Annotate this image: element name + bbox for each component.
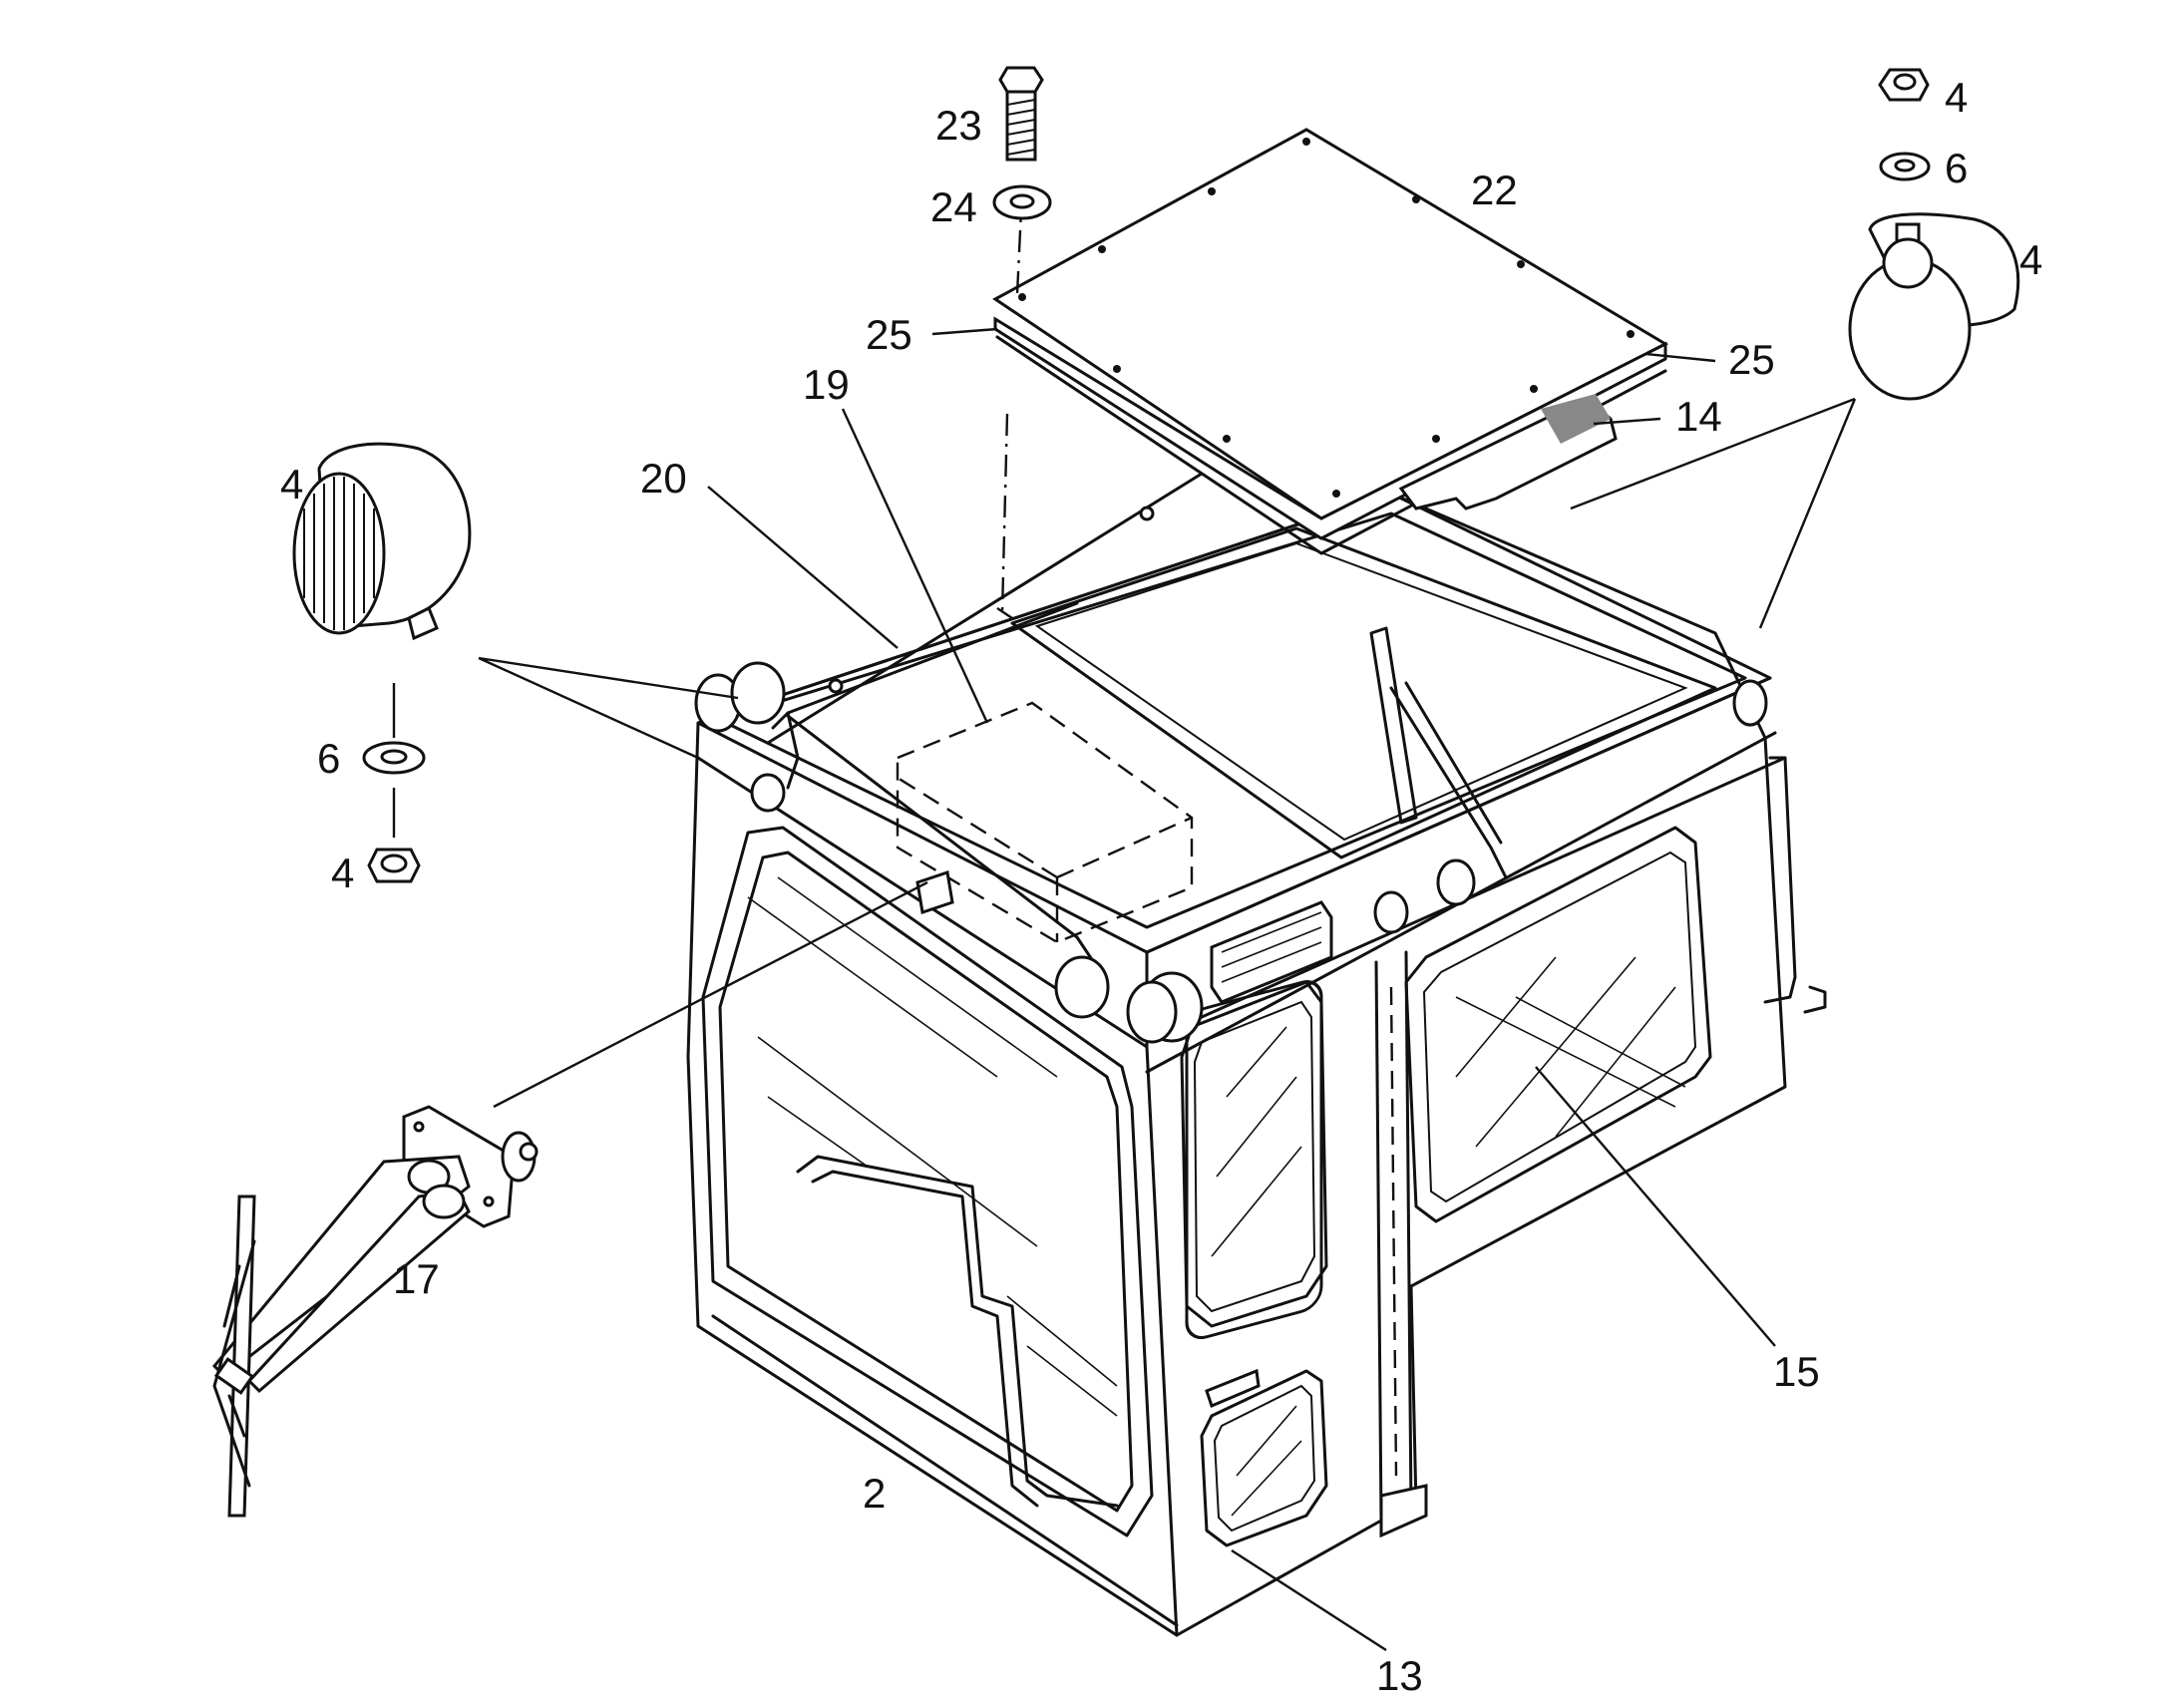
callout-25-left: 25	[866, 311, 912, 358]
callout-4-left-nut: 4	[331, 850, 354, 896]
callouts: 2 4 4 4 4 6 6 13 14 15 17 19 20 22 23 24…	[280, 74, 2042, 1699]
guide-lines	[996, 188, 1024, 619]
callout-19: 19	[803, 361, 850, 408]
bolt	[998, 66, 1044, 162]
washer-24	[992, 184, 1052, 220]
roof-wiper	[1369, 626, 1508, 879]
callout-6-right: 6	[1945, 145, 1968, 191]
callout-15: 15	[1773, 1348, 1820, 1395]
callout-13: 13	[1376, 1652, 1423, 1699]
door-windows	[1180, 980, 1328, 1547]
callout-17: 17	[393, 1255, 440, 1302]
callout-4-right-light: 4	[2019, 236, 2042, 283]
callout-4-right-nut: 4	[1945, 74, 1968, 121]
callout-23: 23	[935, 102, 982, 149]
wiper-assembly	[211, 1105, 539, 1518]
roof-panel	[992, 128, 1669, 555]
leader-lines	[478, 327, 1857, 1652]
callout-4-left-light: 4	[280, 461, 303, 508]
side-window	[1404, 826, 1712, 1223]
callout-20: 20	[640, 455, 687, 502]
callout-6-left: 6	[317, 735, 340, 782]
callout-24: 24	[930, 183, 977, 230]
cab-body	[686, 492, 1827, 1637]
callout-22: 22	[1471, 167, 1518, 213]
callout-25-right: 25	[1728, 336, 1775, 383]
work-light-right	[1848, 68, 2020, 401]
callout-2: 2	[863, 1470, 886, 1517]
callout-14: 14	[1675, 393, 1722, 440]
radio-box-hidden	[896, 701, 1194, 944]
wiring-harness	[766, 472, 1204, 999]
work-light-left	[292, 442, 472, 883]
cab-lights	[694, 661, 1768, 1044]
front-window	[701, 826, 1154, 1537]
